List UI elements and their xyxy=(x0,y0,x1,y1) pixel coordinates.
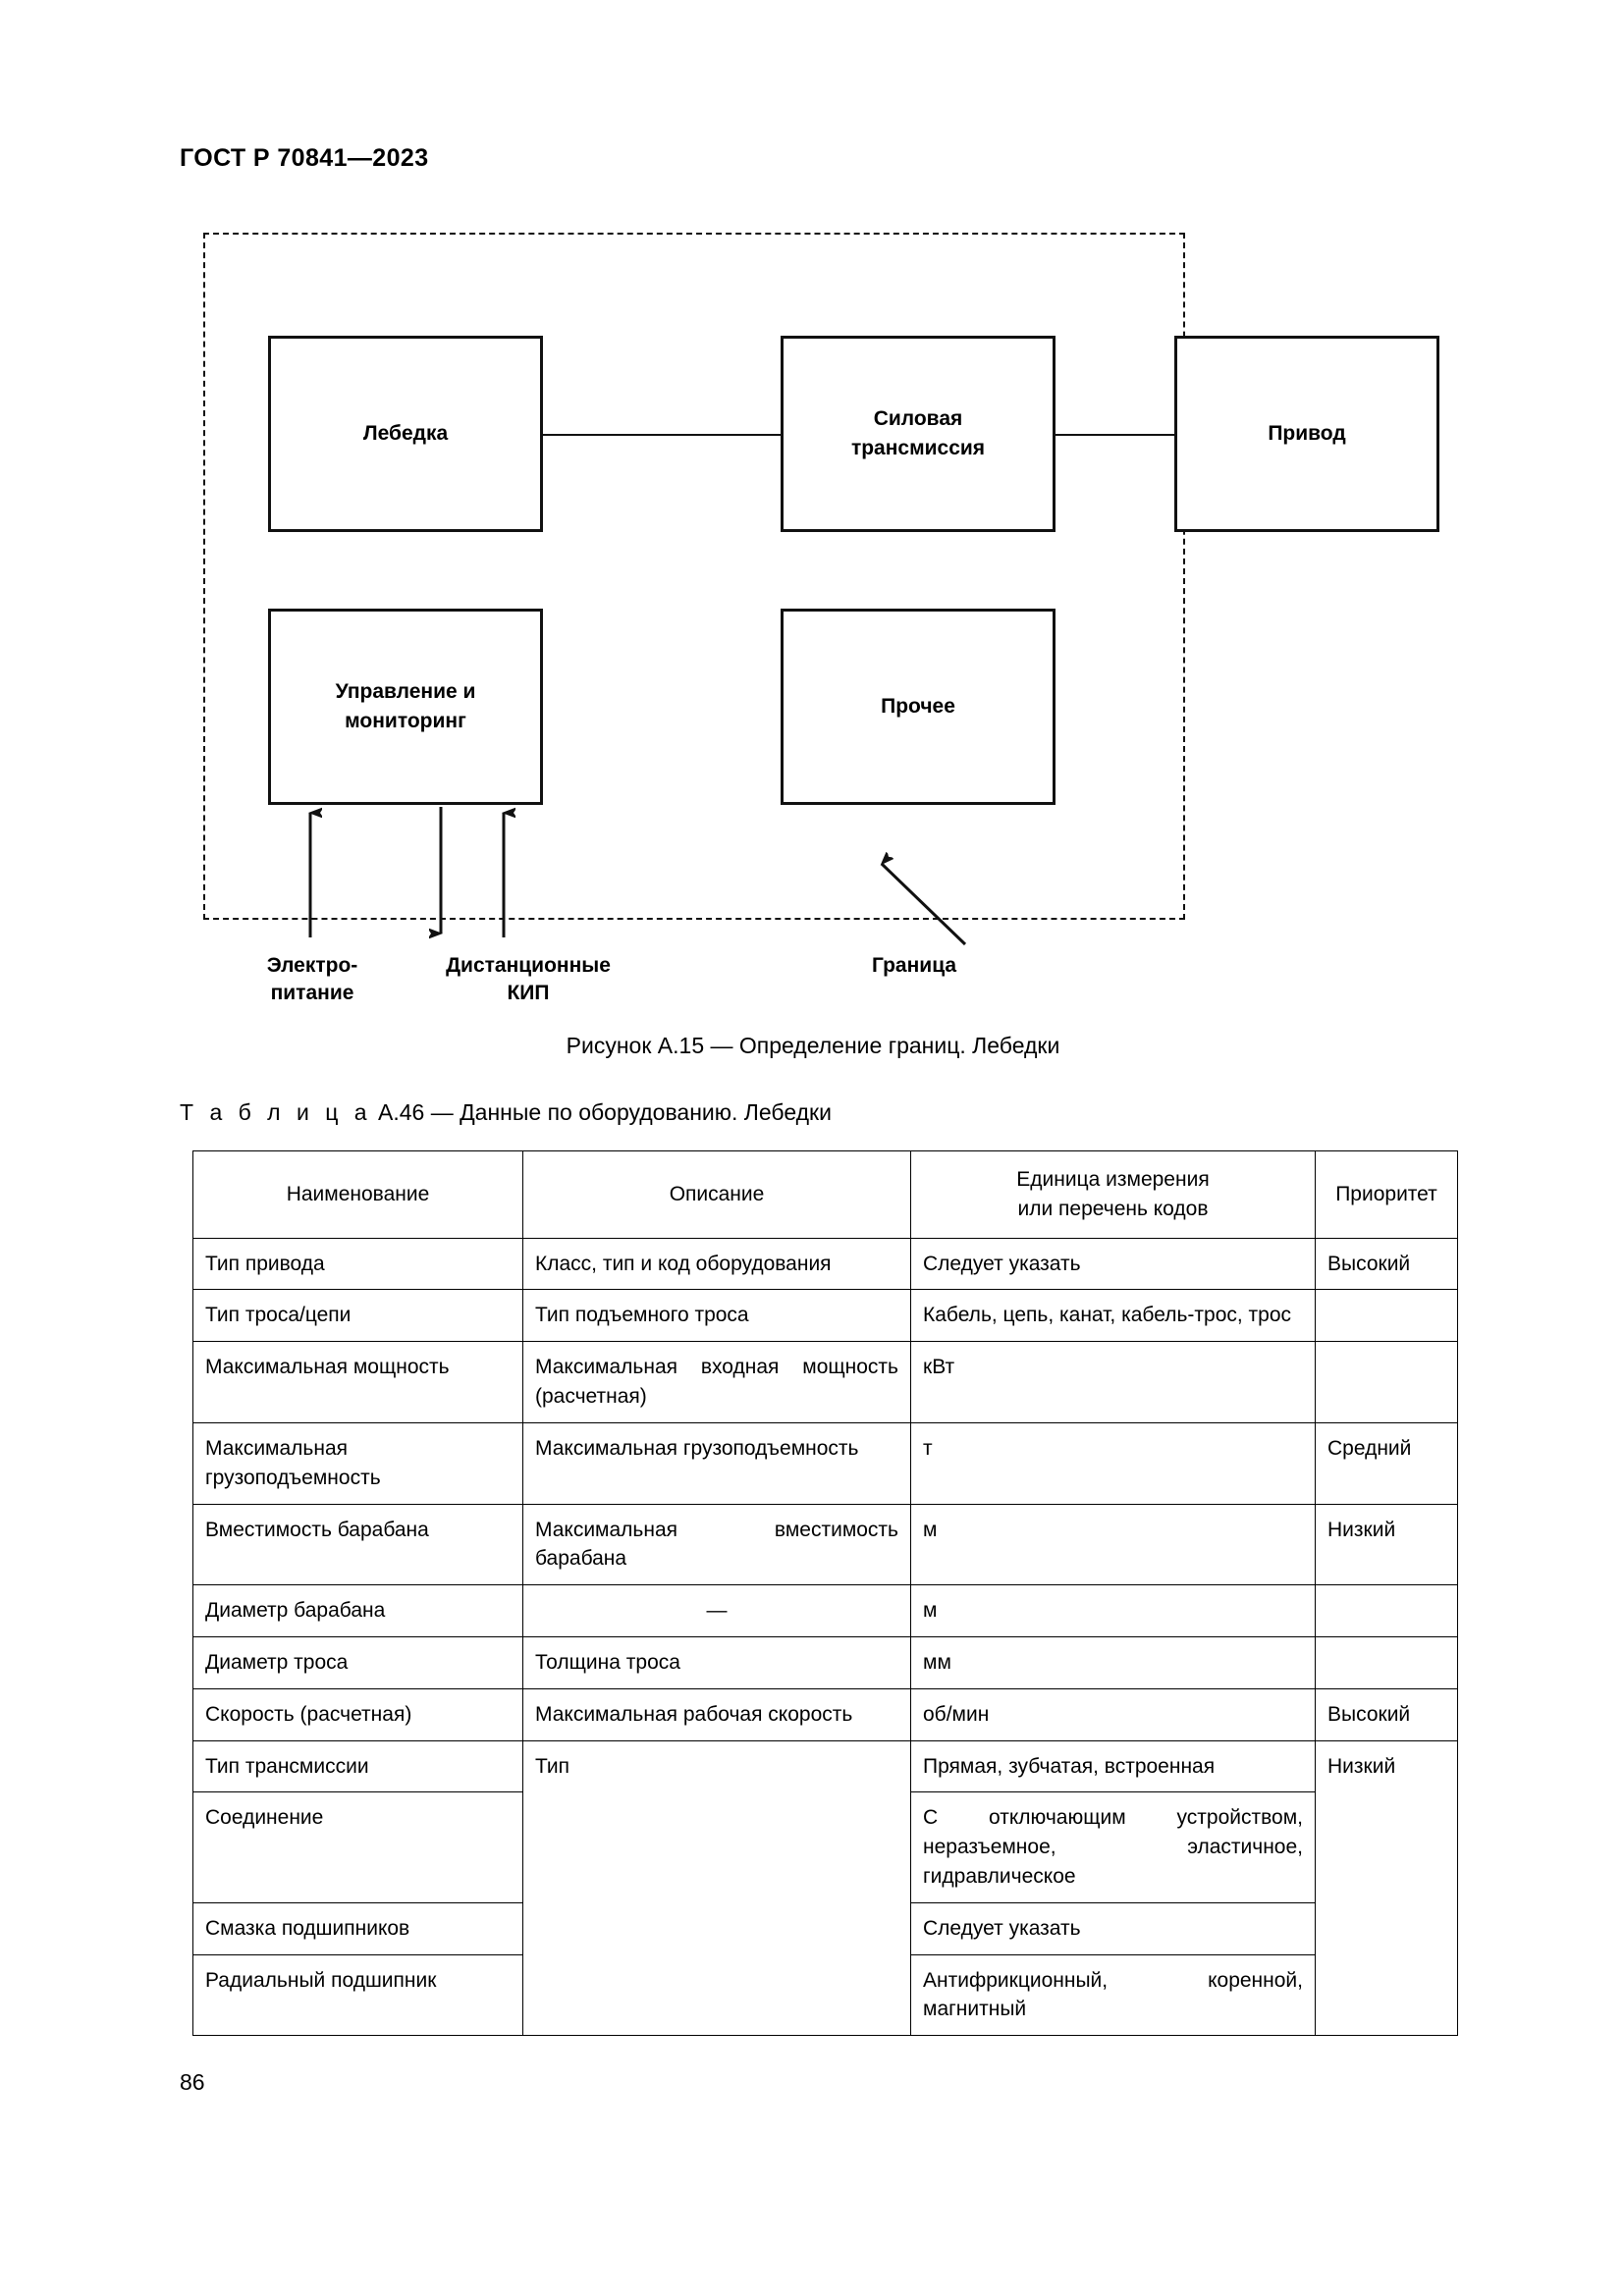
equipment-data-table: Наименование Описание Единица измерения … xyxy=(192,1150,1458,2037)
cell-unit: м xyxy=(910,1503,1316,1586)
cell-name: Тип троса/цепи xyxy=(192,1289,523,1343)
block-power-transmission-label-line2: трансмиссия xyxy=(850,437,986,459)
block-power-transmission: Силовая трансмиссия xyxy=(781,336,1056,532)
table-row: Скорость (расчетная) Максимальная рабоча… xyxy=(192,1687,1458,1741)
cell-priority xyxy=(1315,1341,1458,1423)
cell-name: Скорость (расчетная) xyxy=(192,1687,523,1741)
cell-name: Смазка подшипников xyxy=(192,1901,523,1955)
block-other: Прочее xyxy=(781,609,1056,805)
column-header-unit: Единица измерения или перечень кодов xyxy=(910,1150,1316,1239)
block-control-and-monitoring-label-line1: Управление и xyxy=(335,679,476,703)
cell-description: Максимальная входная мощность (расчетная… xyxy=(522,1341,911,1423)
cell-description: — xyxy=(522,1584,911,1637)
label-power-supply-line1: Электро- xyxy=(266,954,358,977)
table-row: Тип троса/цепи Тип подъемного троса Кабе… xyxy=(192,1289,1458,1343)
table-caption-title: — Данные по оборудованию. Лебедки xyxy=(430,1099,832,1125)
label-power-supply: Электро- питание xyxy=(229,952,396,1008)
table-row: Диаметр барабана — м xyxy=(192,1584,1458,1637)
cell-unit: Кабель, цепь, канат, кабель-трос, трос xyxy=(910,1289,1316,1343)
cell-name: Тип трансмиссии xyxy=(192,1739,523,1793)
cell-unit: Следует указать xyxy=(910,1237,1316,1291)
table-row: Смазка подшипников Следует указать xyxy=(192,1901,1458,1955)
figure-caption: Рисунок А.15 — Определение границ. Лебед… xyxy=(566,1033,1060,1058)
cell-unit: об/мин xyxy=(910,1687,1316,1741)
table-row: Тип привода Класс, тип и код оборудовани… xyxy=(192,1237,1458,1291)
column-header-unit-line2: или перечень кодов xyxy=(1017,1197,1209,1220)
table-row: Соединение С отключающим устройством, не… xyxy=(192,1791,1458,1903)
cell-name: Максимальная грузоподъемность xyxy=(192,1421,523,1505)
page-number: 86 xyxy=(180,2069,205,2095)
column-header-priority: Приоритет xyxy=(1315,1150,1458,1239)
block-control-and-monitoring-label: Управление и мониторинг xyxy=(336,677,476,737)
table-row: Максимальная мощность Максимальная входн… xyxy=(192,1341,1458,1423)
cell-priority: Средний xyxy=(1315,1421,1458,1505)
block-winch-label: Лебедка xyxy=(362,421,449,445)
cell-name: Максимальная мощность xyxy=(192,1341,523,1423)
cell-priority xyxy=(1315,1584,1458,1637)
cell-priority: Низкий xyxy=(1315,1739,1458,2037)
arrow-boundary-leader xyxy=(882,864,967,946)
table-row: Диаметр троса Толщина троса мм xyxy=(192,1635,1458,1689)
block-drive: Привод xyxy=(1174,336,1439,532)
cell-description: Класс, тип и код оборудования xyxy=(522,1237,911,1291)
block-drive-label: Привод xyxy=(1268,421,1346,445)
label-remote-instruments: Дистанционные КИП xyxy=(415,952,641,1008)
cell-priority: Высокий xyxy=(1315,1687,1458,1741)
label-remote-instruments-line2: КИП xyxy=(507,982,550,1005)
cell-name: Диаметр барабана xyxy=(192,1584,523,1637)
cell-priority: Низкий xyxy=(1315,1503,1458,1586)
cell-description: Максимальная вместимость барабана xyxy=(522,1503,911,1586)
block-power-transmission-label: Силовая трансмиссия xyxy=(851,404,985,464)
cell-name: Тип привода xyxy=(192,1237,523,1291)
cell-unit: т xyxy=(910,1421,1316,1505)
column-header-name: Наименование xyxy=(192,1150,523,1239)
cell-unit: мм xyxy=(910,1635,1316,1689)
connector-powertrain-to-drive xyxy=(1056,434,1174,436)
connector-winch-to-powertrain xyxy=(543,434,781,436)
block-control-and-monitoring: Управление и мониторинг xyxy=(268,609,543,805)
cell-name: Радиальный подшипник xyxy=(192,1953,523,2037)
table-caption: Т а б л и ц а А.46 — Данные по оборудова… xyxy=(180,1099,832,1126)
column-header-description: Описание xyxy=(522,1150,911,1239)
cell-priority xyxy=(1315,1289,1458,1343)
block-winch: Лебедка xyxy=(268,336,543,532)
cell-unit: Антифрикционный, коренной, магнитный xyxy=(910,1953,1316,2037)
document-standard-header: ГОСТ Р 70841—2023 xyxy=(180,144,429,172)
table-row: Радиальный подшипник Антифрикционный, ко… xyxy=(192,1953,1458,2037)
cell-priority xyxy=(1315,1635,1458,1689)
table-row: Тип трансмиссии Тип Прямая, зубчатая, вс… xyxy=(192,1739,1458,2037)
column-header-unit-line1: Единица измерения xyxy=(1016,1168,1210,1191)
figure-arrows-layer xyxy=(180,807,967,946)
table-row: Максимальная грузоподъемность Максимальн… xyxy=(192,1421,1458,1505)
cell-description: Тип подъемного троса xyxy=(522,1289,911,1343)
cell-unit: Прямая, зубчатая, встроенная xyxy=(910,1739,1316,1793)
block-control-and-monitoring-label-line2: мониторинг xyxy=(345,710,466,732)
label-remote-instruments-line1: Дистанционные xyxy=(446,954,611,977)
label-boundary: Граница xyxy=(872,954,957,977)
table-caption-label: Т а б л и ц а xyxy=(180,1099,372,1125)
table-header-row: Наименование Описание Единица измерения … xyxy=(192,1150,1458,1239)
cell-unit: м xyxy=(910,1584,1316,1637)
block-other-label: Прочее xyxy=(881,694,955,718)
table-header: Наименование Описание Единица измерения … xyxy=(192,1150,1458,1239)
figure-a15-block-diagram: Лебедка Силовая трансмиссия Привод Управ… xyxy=(180,221,1446,1026)
cell-unit: Следует указать xyxy=(910,1901,1316,1955)
cell-priority: Высокий xyxy=(1315,1237,1458,1291)
cell-name: Диаметр троса xyxy=(192,1635,523,1689)
system-boundary-dashed-box xyxy=(203,233,1185,920)
table-body: Тип привода Класс, тип и код оборудовани… xyxy=(192,1237,1458,2037)
label-power-supply-line2: питание xyxy=(270,982,354,1005)
cell-description: Максимальная грузоподъемность xyxy=(522,1421,911,1505)
cell-name: Соединение xyxy=(192,1791,523,1903)
cell-description: Толщина троса xyxy=(522,1635,911,1689)
cell-unit: С отключающим устройством, неразъемное, … xyxy=(910,1791,1316,1903)
cell-unit: кВт xyxy=(910,1341,1316,1423)
cell-description: Максимальная рабочая скорость xyxy=(522,1687,911,1741)
table-caption-number: А.46 xyxy=(377,1099,425,1125)
cell-description: Тип xyxy=(522,1739,911,2037)
block-power-transmission-label-line1: Силовая xyxy=(873,406,963,430)
table-row: Вместимость барабана Максимальная вмести… xyxy=(192,1503,1458,1586)
cell-name: Вместимость барабана xyxy=(192,1503,523,1586)
